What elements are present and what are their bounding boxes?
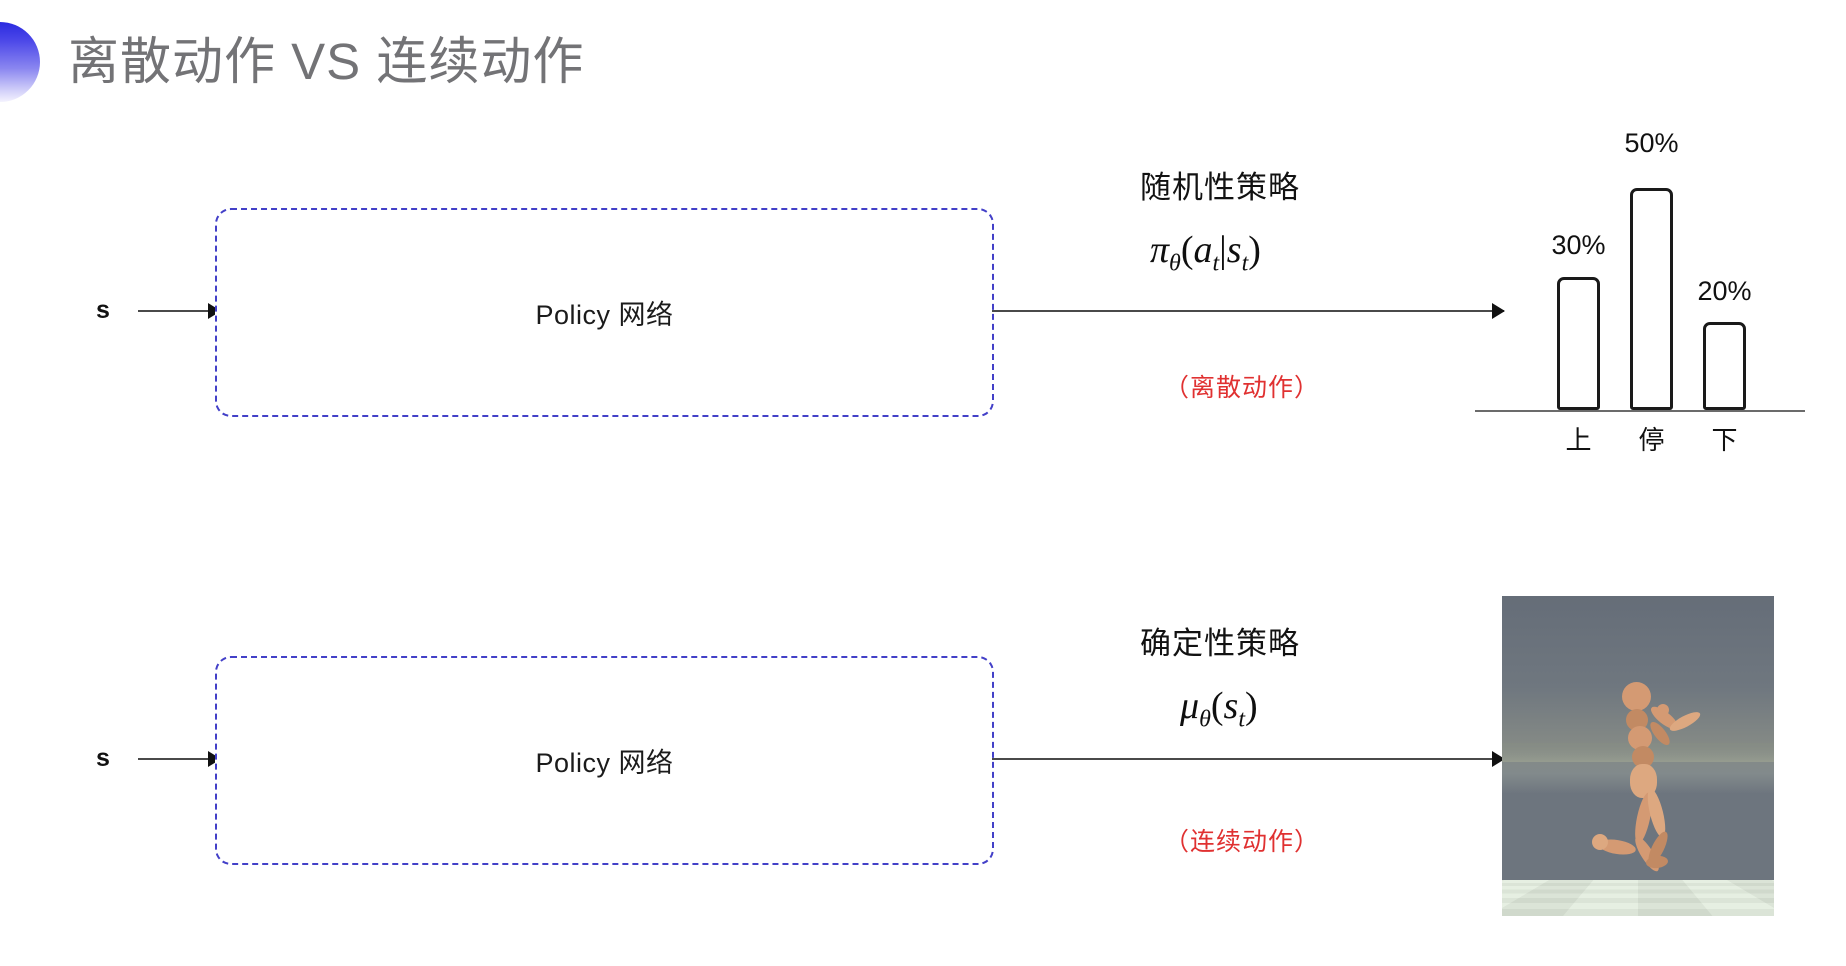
row1-formula-fn-sub: θ — [1169, 250, 1181, 277]
bar-category-2: 下 — [1711, 425, 1738, 455]
row1-input-arrow — [138, 310, 220, 312]
row1-note: （离散动作） — [1164, 374, 1321, 402]
humanoid-simulation-image — [1502, 596, 1774, 916]
row2-formula-arg1: s — [1223, 685, 1239, 727]
row1-formula-fn: π — [1150, 229, 1170, 271]
row1-policy-network-label: Policy 网络 — [535, 300, 674, 330]
row1-formula-arg2: s — [1226, 229, 1242, 271]
row2-input-arrow — [138, 758, 220, 760]
row2-input-label: s — [96, 744, 110, 772]
bar-1[interactable] — [1630, 188, 1673, 410]
bar-0[interactable] — [1557, 277, 1600, 410]
row1-formula-bar: | — [1219, 229, 1227, 271]
row2-output-arrow — [992, 758, 1504, 760]
row1-formula-arg1-sub: t — [1212, 250, 1220, 277]
row2-formula-arg1-sub: t — [1238, 706, 1245, 733]
humanoid-neck — [1626, 709, 1648, 731]
row2-policy-network-box[interactable]: Policy 网络 — [215, 656, 994, 865]
row1-input-label: s — [96, 296, 110, 324]
humanoid-head — [1622, 682, 1651, 711]
humanoid-ankle-left — [1592, 834, 1608, 850]
row1-formula-close: ) — [1248, 229, 1261, 271]
row1-formula-open: ( — [1180, 229, 1194, 271]
bar-value-1: 50% — [1624, 128, 1679, 158]
bar-category-1: 停 — [1638, 425, 1665, 455]
row2-note: （连续动作） — [1164, 828, 1321, 856]
page-title: 离散动作 VS 连续动作 — [68, 33, 585, 90]
row1-policy-network-box[interactable]: Policy 网络 — [215, 208, 994, 417]
humanoid-hand — [1657, 704, 1669, 716]
row2-formula-open: ( — [1210, 685, 1224, 727]
row2-formula-fn: μ — [1180, 685, 1200, 727]
discrete-action-bar-chart: 30% 50% 20% 上 停 下 — [1475, 128, 1805, 455]
row2-policy-network-label: Policy 网络 — [535, 748, 674, 778]
bar-value-0: 30% — [1551, 230, 1606, 260]
bar-2[interactable] — [1703, 322, 1746, 410]
row2-formula: μθ(st) — [1180, 684, 1258, 734]
row2-formula-close: ) — [1245, 685, 1258, 727]
row1-annotation-title: 随机性策略 — [1140, 170, 1300, 205]
row1-formula-arg2-sub: t — [1241, 250, 1249, 277]
title-decoration-icon — [0, 22, 40, 102]
row2-formula-fn-sub: θ — [1199, 706, 1211, 733]
row2-annotation-title: 确定性策略 — [1140, 626, 1300, 661]
bar-category-0: 上 — [1565, 425, 1592, 455]
row1-formula: πθ(at|st) — [1150, 228, 1261, 278]
simulation-checkerboard-floor — [1502, 880, 1774, 916]
row1-output-arrow — [992, 310, 1504, 312]
row1-formula-arg1: a — [1193, 229, 1213, 271]
chart-x-axis — [1475, 410, 1805, 412]
bar-value-2: 20% — [1697, 276, 1752, 306]
humanoid-abdomen — [1632, 746, 1654, 768]
humanoid-foot-right — [1645, 854, 1669, 870]
